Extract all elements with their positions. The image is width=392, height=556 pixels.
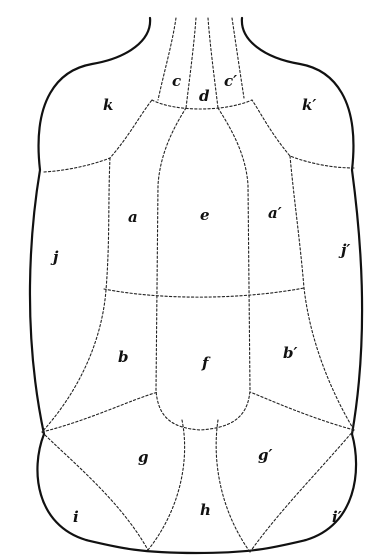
label-i: i: [73, 508, 79, 526]
label-d: d: [199, 87, 210, 105]
lower-seam-left: [42, 392, 158, 432]
label-j: j: [50, 248, 59, 266]
label-b: b: [118, 348, 129, 366]
label-g2: g′: [258, 446, 272, 464]
sternum-seam-left: [156, 108, 200, 430]
label-f: f: [201, 354, 211, 372]
label-g: g: [138, 448, 149, 466]
neck-seam-right-inner: [208, 18, 218, 108]
midline-horizontal-seam: [104, 288, 304, 297]
label-j2: j′: [338, 241, 350, 259]
label-b2: b′: [283, 344, 297, 362]
leg-seam-left-inner: [148, 420, 185, 550]
label-a: a: [128, 208, 138, 226]
leg-seam-left-outer: [42, 432, 148, 550]
flank-seam-left: [42, 158, 110, 432]
shoulder-seam-left: [44, 100, 152, 172]
leg-seam-right-inner: [216, 420, 250, 552]
sternum-seam-right: [200, 108, 250, 430]
label-h: h: [200, 501, 211, 519]
label-i2: i′: [332, 508, 342, 526]
label-k2: k′: [302, 96, 316, 114]
label-e: e: [200, 206, 210, 224]
label-a2: a′: [268, 204, 282, 222]
flank-seam-right: [290, 156, 354, 430]
neck-seam-left-inner: [186, 18, 196, 108]
label-k: k: [103, 96, 113, 114]
label-c2: c′: [224, 72, 237, 90]
lower-seam-right: [250, 392, 354, 430]
label-c: c: [172, 72, 181, 90]
